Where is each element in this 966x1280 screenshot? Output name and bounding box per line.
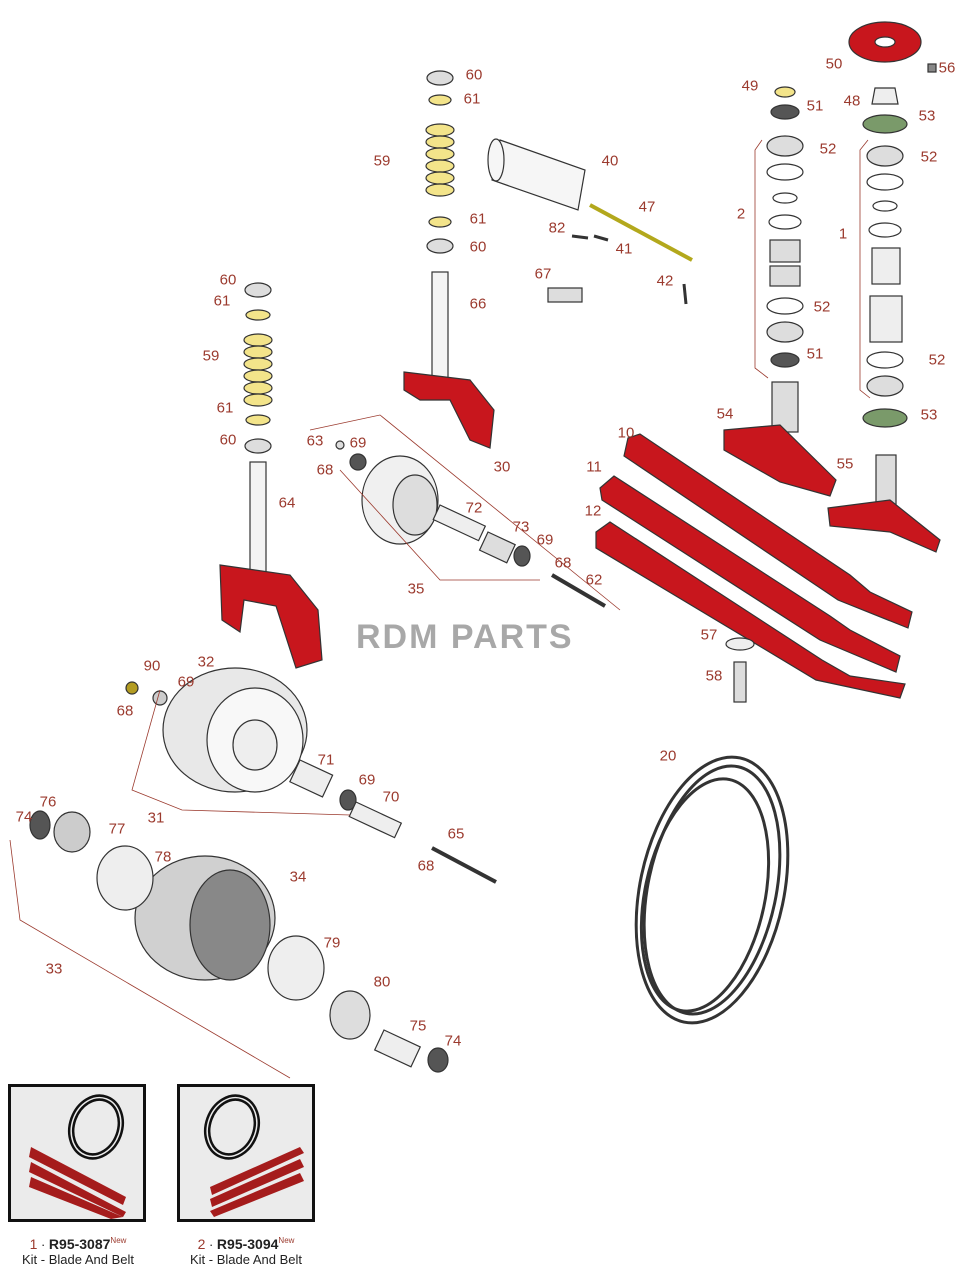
callout-label[interactable]: 90 (143, 657, 161, 675)
callout-label[interactable]: 30 (493, 458, 511, 476)
callout-label[interactable]: 59 (202, 347, 220, 365)
watermark: RDM PARTS (356, 618, 574, 656)
callout-label[interactable]: 71 (317, 751, 335, 769)
callout-label[interactable]: 68 (554, 554, 572, 572)
callout-label[interactable]: 77 (108, 820, 126, 838)
belt (634, 755, 790, 1025)
callout-label[interactable]: 74 (15, 808, 33, 826)
callout-label[interactable]: 64 (278, 494, 296, 512)
callout-label[interactable]: 53 (918, 107, 936, 125)
callout-label[interactable]: 69 (349, 434, 367, 452)
kit-index: 2 (197, 1236, 206, 1252)
callout-label[interactable]: 76 (39, 793, 57, 811)
callout-label[interactable]: 50 (825, 55, 843, 73)
callout-label[interactable]: 58 (705, 667, 723, 685)
callout-label[interactable]: 47 (638, 198, 656, 216)
callout-label[interactable]: 67 (534, 265, 552, 283)
callout-label[interactable]: 62 (585, 571, 603, 589)
callout-label[interactable]: 11 (586, 458, 602, 476)
callout-label[interactable]: 69 (536, 531, 554, 549)
callout-label[interactable]: 48 (843, 92, 861, 110)
bearing-stack-2 (723, 86, 837, 497)
callout-label[interactable]: 31 (147, 809, 165, 827)
callout-label[interactable]: 60 (219, 271, 237, 289)
callout-label[interactable]: 61 (213, 292, 231, 310)
callout-label[interactable]: 35 (407, 580, 425, 598)
kit-2-image (177, 1084, 315, 1222)
callout-label[interactable]: 1 (838, 225, 848, 243)
blade-and-belt-icon (29, 1094, 126, 1219)
callout-label[interactable]: 72 (465, 499, 483, 517)
bearing-stack-1 (827, 21, 941, 553)
callout-label[interactable]: 61 (469, 210, 487, 228)
callout-label[interactable]: 54 (716, 405, 734, 423)
callout-label[interactable]: 42 (656, 272, 674, 290)
kit-part-number: R95-3094 (216, 1236, 279, 1252)
kit-1-caption[interactable]: 1 · R95-3087New Kit - Blade And Belt (0, 1236, 168, 1267)
callout-label[interactable]: 70 (382, 788, 400, 806)
callout-label[interactable]: 41 (615, 240, 633, 258)
callout-label[interactable]: 40 (601, 152, 619, 170)
kit-description: Kit - Blade And Belt (189, 1252, 302, 1267)
callout-label[interactable]: 49 (741, 77, 759, 95)
new-badge: New (278, 1236, 295, 1245)
callout-label[interactable]: 59 (373, 152, 391, 170)
callout-label[interactable]: 60 (465, 66, 483, 84)
callout-label[interactable]: 51 (806, 345, 824, 363)
callout-label[interactable]: 66 (469, 295, 487, 313)
callout-label[interactable]: 63 (306, 432, 324, 450)
callout-label[interactable]: 60 (219, 431, 237, 449)
callout-label[interactable]: 68 (417, 857, 435, 875)
blades (595, 433, 913, 699)
callout-label[interactable]: 12 (584, 502, 602, 520)
callout-label[interactable]: 51 (806, 97, 824, 115)
callout-label[interactable]: 68 (316, 461, 334, 479)
new-badge: New (110, 1236, 127, 1245)
callout-label[interactable]: 61 (216, 399, 234, 417)
kit-description: Kit - Blade And Belt (21, 1252, 134, 1267)
callout-label[interactable]: 61 (463, 90, 481, 108)
kit-2-caption[interactable]: 2 · R95-3094New Kit - Blade And Belt (156, 1236, 336, 1267)
callout-label[interactable]: 53 (920, 406, 938, 424)
callout-label[interactable]: 57 (700, 626, 718, 644)
callout-label[interactable]: 56 (938, 59, 956, 77)
callout-label[interactable]: 68 (116, 702, 134, 720)
callout-label[interactable]: 74 (444, 1032, 462, 1050)
callout-label[interactable]: 55 (836, 455, 854, 473)
callout-label[interactable]: 69 (177, 673, 195, 691)
callout-label[interactable]: 82 (548, 219, 566, 237)
callout-label[interactable]: 78 (154, 848, 172, 866)
callout-label[interactable]: 20 (659, 747, 677, 765)
callout-label[interactable]: 32 (197, 653, 215, 671)
spindle-stack-left (403, 70, 495, 449)
kit-1-image (8, 1084, 146, 1222)
kit-part-number: R95-3087 (48, 1236, 111, 1252)
callout-label[interactable]: 52 (920, 148, 938, 166)
callout-label[interactable]: 52 (928, 351, 946, 369)
callout-label[interactable]: 69 (358, 771, 376, 789)
callout-label[interactable]: 10 (617, 424, 635, 442)
callout-label[interactable]: 52 (813, 298, 831, 316)
callout-label[interactable]: 34 (289, 868, 307, 886)
callout-label[interactable]: 75 (409, 1017, 427, 1035)
callout-label[interactable]: 2 (736, 205, 746, 223)
callout-label[interactable]: 73 (512, 518, 530, 536)
callout-label[interactable]: 80 (373, 973, 391, 991)
callout-label[interactable]: 52 (819, 140, 837, 158)
caster-stack-left (219, 282, 323, 669)
callout-label[interactable]: 65 (447, 825, 465, 843)
blade-and-belt-icon (203, 1094, 304, 1217)
callout-label[interactable]: 60 (469, 238, 487, 256)
callout-label[interactable]: 79 (323, 934, 341, 952)
callout-label[interactable]: 33 (45, 960, 63, 978)
kit-index: 1 (29, 1236, 38, 1252)
